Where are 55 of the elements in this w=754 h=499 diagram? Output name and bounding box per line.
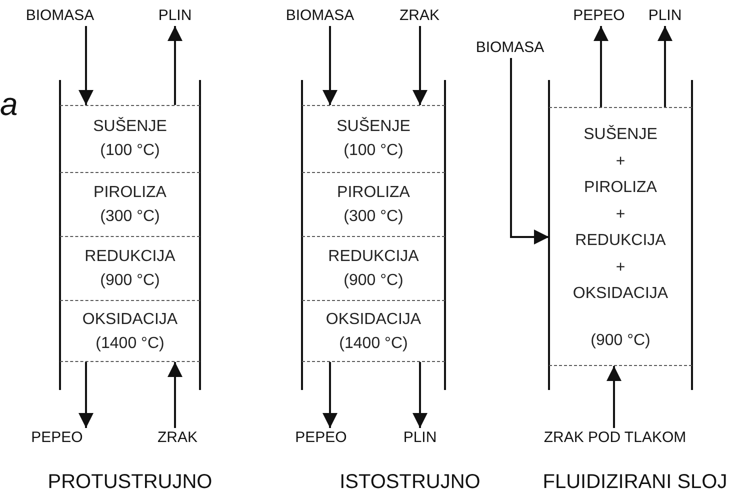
flow-arrow bbox=[412, 26, 428, 105]
zone-temperature: (1400 °C) bbox=[339, 334, 408, 354]
zone-name: OKSIDACIJA bbox=[82, 310, 178, 330]
zone-text: PIROLIZA bbox=[584, 178, 657, 198]
zone-temperature: (100 °C) bbox=[344, 141, 404, 161]
stream-label: ZRAK POD TLAKOM bbox=[535, 428, 695, 448]
zone-temperature: (900 °C) bbox=[100, 270, 160, 290]
reactor-caption: ISTOSTRUJNO bbox=[338, 470, 482, 494]
zone-text: + bbox=[616, 204, 626, 224]
zone-temperature: (900 °C) bbox=[344, 270, 404, 290]
stream-label: PLIN bbox=[642, 6, 688, 26]
reactor-caption: PROTUSTRUJNO bbox=[46, 470, 214, 494]
flow-arrow bbox=[168, 26, 182, 105]
zone-text: + bbox=[616, 152, 626, 172]
flow-arrow bbox=[606, 366, 622, 428]
reactor-column bbox=[549, 107, 692, 366]
stream-label: PLIN bbox=[395, 428, 445, 448]
reactor-column bbox=[60, 105, 200, 362]
zone-temperature: (300 °C) bbox=[344, 206, 404, 226]
zone-text: + bbox=[616, 258, 626, 278]
flow-arrow bbox=[78, 26, 94, 105]
stream-label: PEPEO bbox=[22, 428, 92, 448]
stream-label: BIOMASA bbox=[20, 6, 100, 26]
zone-name: OKSIDACIJA bbox=[326, 310, 422, 330]
zone-name: PIROLIZA bbox=[337, 182, 410, 202]
letter-label: a bbox=[0, 86, 18, 122]
flow-arrow bbox=[412, 362, 428, 428]
flow-arrow bbox=[510, 58, 549, 244]
zone-text: REDUKCIJA bbox=[575, 231, 666, 251]
zone-name: REDUKCIJA bbox=[84, 246, 176, 266]
flow-arrow bbox=[78, 362, 94, 428]
zone-text: OKSIDACIJA bbox=[572, 284, 668, 304]
flow-arrow bbox=[594, 26, 608, 107]
zone-temperature: (1400 °C) bbox=[96, 334, 164, 354]
flow-arrow bbox=[168, 362, 182, 428]
flow-arrow bbox=[658, 26, 672, 107]
stream-label: PEPEO bbox=[286, 428, 356, 448]
stream-label: PEPEO bbox=[566, 6, 632, 26]
zone-name: PIROLIZA bbox=[94, 182, 166, 202]
stream-label: BIOMASA bbox=[280, 6, 360, 26]
zone-name: REDUKCIJA bbox=[328, 246, 419, 266]
flow-arrow bbox=[322, 362, 338, 428]
zone-temperature: (300 °C) bbox=[100, 206, 160, 226]
reactor-column bbox=[302, 105, 445, 362]
stream-label: ZRAK bbox=[392, 6, 447, 26]
stream-label: PLIN bbox=[150, 6, 200, 26]
zone-name: SUŠENJE bbox=[93, 116, 167, 137]
stream-label: BIOMASA bbox=[468, 38, 552, 58]
zone-name: SUŠENJE bbox=[336, 116, 410, 137]
stream-label: ZRAK bbox=[150, 428, 205, 448]
zone-temperature: (100 °C) bbox=[100, 141, 160, 161]
zone-text: (900 °C) bbox=[590, 330, 650, 350]
zone-text: SUŠENJE bbox=[584, 124, 658, 145]
flow-arrow bbox=[322, 26, 338, 105]
reactor-caption: FLUIDIZIRANI SLOJ bbox=[542, 470, 728, 494]
